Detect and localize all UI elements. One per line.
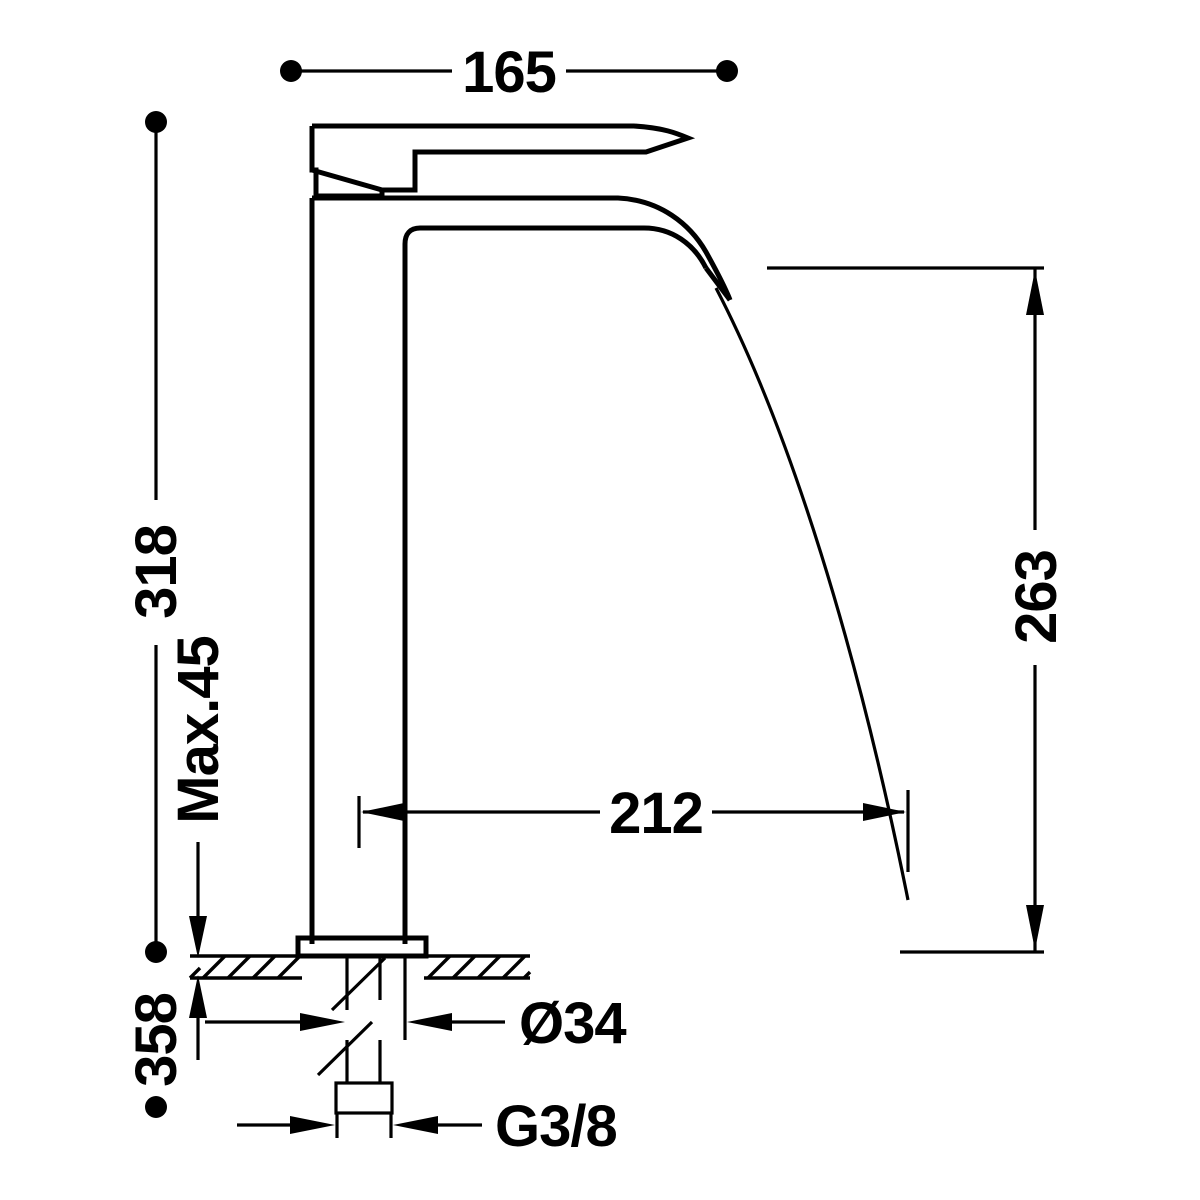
counter-hatch-l1: [201, 954, 227, 980]
counter-hatch-r5: [522, 970, 532, 980]
counter-hatch-r1: [426, 954, 452, 980]
dim-d34-label: Ø34: [519, 991, 626, 1056]
dim-358-arrow-up: [189, 975, 207, 1018]
base-flange-rect: [295, 935, 429, 959]
dim-263-arrow-top: [1026, 270, 1044, 315]
counter-hatch-l4: [276, 954, 302, 980]
dim-318-label: 318: [124, 525, 189, 619]
counter-hatch-r4: [501, 954, 527, 980]
spout-outlet-face: [704, 266, 732, 302]
dim-165-label: 165: [462, 40, 556, 105]
lever-handle-outline: [312, 123, 696, 193]
dim-263-arrow-bottom: [1026, 905, 1044, 950]
dim-max45-label: Max.45: [166, 636, 231, 823]
lever-handle-left-edge: [309, 126, 319, 196]
counter-hatch-l0: [188, 966, 202, 980]
dim-358-label: 358: [124, 993, 189, 1087]
dim-d34-arrow-left: [300, 1013, 345, 1031]
dim-212-arrow-right: [863, 803, 906, 821]
dim-212-label: 212: [609, 781, 703, 846]
lever-handle-underside: [311, 167, 385, 196]
threaded-shank: [316, 956, 407, 1115]
break-line-lower: [316, 1020, 374, 1077]
dim-g38-arrow-left: [290, 1116, 335, 1134]
dim-d34-arrow-right: [407, 1013, 452, 1031]
break-line-upper: [330, 956, 387, 1012]
dimension-212: 212: [357, 781, 910, 872]
dimension-g38: G3/8: [237, 1094, 618, 1159]
counter-hatch-l2: [226, 954, 252, 980]
dimension-d34: Ø34: [205, 991, 627, 1056]
lever-handle: [309, 123, 696, 199]
dim-max45-arrow-down: [189, 916, 207, 958]
body-column: [309, 195, 733, 944]
dimension-max45: Max.45: [166, 636, 231, 958]
dim-212-arrow-left: [361, 803, 404, 821]
spout-inner-bottom: [402, 225, 709, 944]
dimension-318: 318: [124, 111, 189, 963]
counter-hatch-l3: [251, 954, 277, 980]
dimension-263: 263: [767, 266, 1069, 954]
water-projection-curve: [714, 287, 910, 901]
dim-g38-label: G3/8: [495, 1094, 617, 1159]
base-flange: [295, 935, 429, 959]
counter-hatch-r3: [476, 954, 502, 980]
countertop-section: [188, 954, 532, 980]
spout-outer-top: [312, 195, 733, 301]
dim-g38-arrow-right: [393, 1116, 438, 1134]
dimension-358: 358: [124, 975, 207, 1118]
g38-thread-nipple: [334, 1081, 394, 1115]
dim-263-label: 263: [1004, 550, 1069, 644]
dimension-165: 165: [280, 40, 738, 105]
counter-hatch-r2: [451, 954, 477, 980]
